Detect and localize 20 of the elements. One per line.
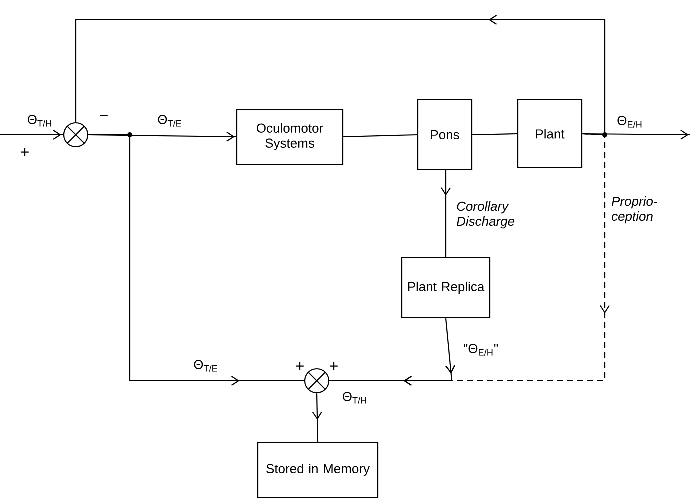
block-box: Pons bbox=[417, 99, 473, 171]
arrow bbox=[0, 130, 64, 140]
edge-label: Θ$_{T/H}$ bbox=[28, 115, 52, 127]
block-box: Stored in Memory bbox=[257, 442, 379, 498]
sign-label: + bbox=[330, 362, 338, 370]
block-box: Plant Replica bbox=[401, 257, 491, 319]
sign-label: + bbox=[296, 362, 304, 370]
edge-label: Θ$_{T/H}$ bbox=[342, 392, 366, 404]
edge-label: Θ$_{E/H}$ bbox=[618, 116, 642, 128]
edge-label: "Θ$_{E/H}$" bbox=[464, 344, 498, 356]
edge-label: Θ$_{T/E}$ bbox=[158, 115, 182, 127]
block-box: Plant bbox=[517, 99, 583, 169]
sign-label: + bbox=[21, 148, 29, 156]
sign-label: − bbox=[100, 115, 108, 116]
edge-label: Proprio- ception bbox=[612, 196, 658, 224]
edge-label: Θ$_{T/E}$ bbox=[194, 360, 218, 372]
summing-junction bbox=[304, 368, 330, 394]
edge-label: Corollary Discharge bbox=[456, 202, 515, 229]
block-box: Oculomotor Systems bbox=[236, 108, 344, 166]
summing-junction bbox=[63, 122, 89, 148]
